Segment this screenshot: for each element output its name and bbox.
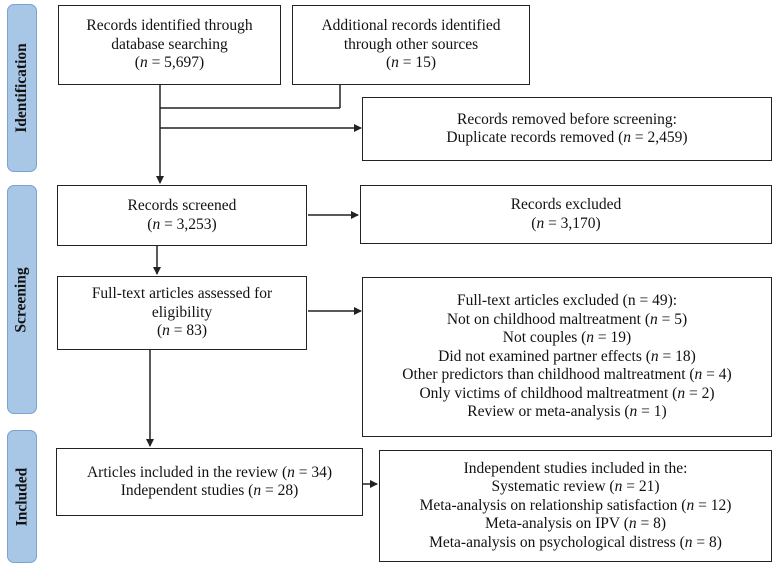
included-line1: Articles included in the review (n = 34) [86,463,333,481]
ft-excluded-reason: Only victims of childhood maltreatment (… [419,384,715,402]
box-fulltext-excluded: Full-text articles excluded (n = 49): No… [362,277,772,437]
box-other-sources: Additional records identified through ot… [292,5,530,85]
independent-item: Meta-analysis on IPV (n = 8) [484,515,667,533]
box-articles-included: Articles included in the review (n = 34)… [56,448,363,516]
dup-line1: Records removed before screening: [457,110,677,128]
box-fulltext-assessed: Full-text articles assessed for eligibil… [57,276,307,350]
independent-item: Meta-analysis on psychological distress … [429,533,722,551]
stage-screening: Screening [7,185,37,414]
stage-included: Included [7,430,37,563]
box-duplicates-removed: Records removed before screening: Duplic… [362,97,772,161]
other-count: (n = 15) [385,54,437,72]
db-count: (n = 5,697) [134,54,205,72]
independent-item: Systematic review (n = 21) [491,478,660,496]
db-line2: database searching [111,35,228,53]
excluded-line1: Records excluded [510,196,622,213]
dup-line2: Duplicate records removed (n = 2,459) [446,129,688,146]
screened-line1: Records screened [127,197,237,214]
independent-title: Independent studies included in the: [463,459,688,477]
screened-count: (n = 3,253) [147,215,217,233]
other-line1: Additional records identified [321,17,501,35]
other-line2: through other sources [343,35,479,53]
box-independent-studies: Independent studies included in the: Sys… [379,450,772,562]
box-database-records: Records identified through database sear… [58,5,281,85]
fulltext-count: (n = 83) [156,322,208,340]
included-line2: Independent studies (n = 28) [120,482,299,499]
ft-excluded-reason: Did not examined partner effects (n = 18… [438,347,696,365]
fulltext-line2: eligibility [151,303,213,321]
ft-excluded-title: Full-text articles excluded (n = 49): [456,292,678,310]
stage-identification: Identification [7,4,37,172]
db-line1: Records identified through [86,17,253,35]
ft-excluded-reason: Review or meta-analysis (n = 1) [467,403,667,421]
ft-excluded-reason: Not on childhood maltreatment (n = 5) [446,310,688,328]
box-records-screened: Records screened (n = 3,253) [57,185,307,246]
ft-excluded-reason: Not couples (n = 19) [502,329,632,347]
fulltext-line1: Full-text articles assessed for [91,285,273,303]
ft-excluded-reason: Other predictors than childhood maltreat… [402,366,732,384]
excluded-count: (n = 3,170) [531,214,601,232]
independent-item: Meta-analysis on relationship satisfacti… [419,496,732,514]
box-records-excluded: Records excluded (n = 3,170) [360,185,772,244]
